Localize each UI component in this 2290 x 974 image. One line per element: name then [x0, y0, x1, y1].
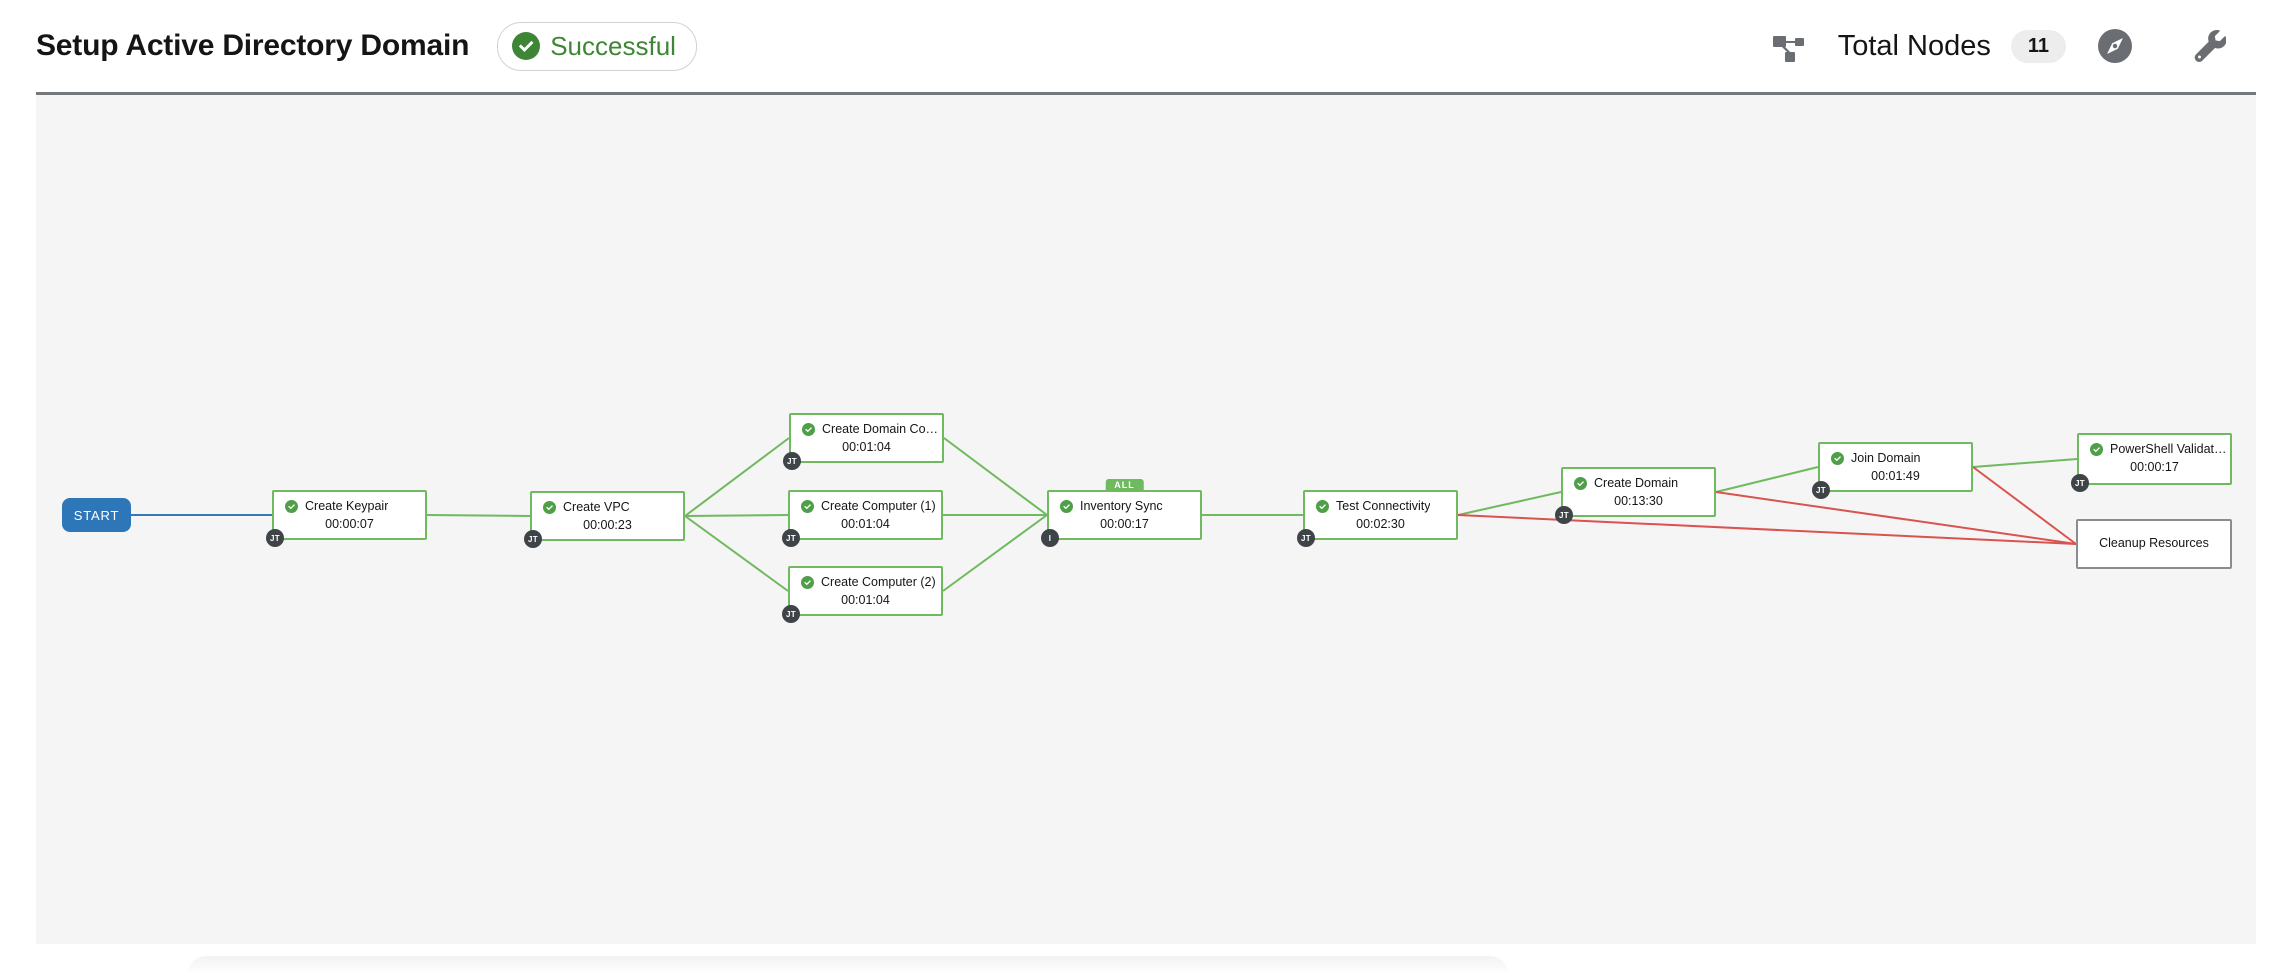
- workflow-edge-test-connectivity-to-cleanup-resources: [1457, 514, 2077, 545]
- success-check-icon: [543, 500, 556, 514]
- node-elapsed-time: 00:00:07: [325, 517, 374, 531]
- success-check-icon: [285, 499, 298, 513]
- success-check-icon: [1060, 499, 1073, 513]
- job-template-badge: JT: [1297, 529, 1315, 547]
- node-elapsed-time: 00:01:49: [1871, 469, 1920, 483]
- node-label: Create Keypair: [305, 499, 389, 513]
- workflow-edge-create-domain-to-cleanup-resources: [1715, 491, 2077, 545]
- node-title-row: PowerShell Validation: [2079, 442, 2230, 456]
- node-title-row: Create Keypair: [274, 499, 425, 513]
- node-elapsed-time: 00:00:23: [583, 518, 632, 532]
- workflow-edge-create-domain-controller-to-inventory-sync: [943, 437, 1048, 516]
- success-check-icon: [802, 422, 815, 436]
- status-label: Successful: [550, 30, 676, 61]
- job-template-badge: JT: [783, 452, 801, 470]
- workflow-edge-create-computer-2-to-inventory-sync: [942, 514, 1048, 592]
- sitemap-icon: [1770, 29, 1806, 63]
- bottom-panel-shadow: [188, 956, 1508, 974]
- node-title-row: Join Domain: [1820, 451, 1971, 465]
- inventory-source-badge: I: [1041, 529, 1059, 547]
- workflow-edge-test-connectivity-to-create-domain: [1457, 491, 1562, 516]
- node-label: Create Domain Contr...: [822, 422, 940, 436]
- node-title-row: Inventory Sync: [1049, 499, 1200, 513]
- node-title-row: Create VPC: [532, 500, 683, 514]
- node-title-row: Create Domain Contr...: [791, 422, 942, 436]
- workflow-edge-join-domain-to-cleanup-resources: [1972, 466, 2077, 545]
- workflow-edge-create-domain-to-join-domain: [1715, 466, 1819, 493]
- job-template-badge: JT: [782, 605, 800, 623]
- node-elapsed-time: 00:02:30: [1356, 517, 1405, 531]
- node-label: Join Domain: [1851, 451, 1921, 465]
- node-label: Inventory Sync: [1080, 499, 1163, 513]
- workflow-start-node[interactable]: START: [62, 498, 131, 532]
- check-circle-icon: [512, 32, 541, 60]
- header: Setup Active Directory Domain Successful…: [0, 0, 2290, 92]
- success-check-icon: [801, 575, 814, 589]
- total-nodes-label: Total Nodes: [1837, 29, 1991, 62]
- wrench-icon: [2194, 30, 2226, 62]
- node-title-row: Create Computer (2): [790, 575, 941, 589]
- node-title-row: Create Computer (1): [790, 499, 941, 513]
- workflow-edge-create-vpc-to-create-domain-controller: [684, 437, 790, 517]
- success-check-icon: [1831, 451, 1844, 465]
- node-label: Create Computer (1): [821, 499, 936, 513]
- success-check-icon: [801, 499, 814, 513]
- node-label: Create VPC: [563, 500, 630, 514]
- node-title-row: Cleanup Resources: [2078, 536, 2230, 550]
- success-check-icon: [1574, 476, 1587, 490]
- node-elapsed-time: 00:01:04: [842, 440, 891, 454]
- job-template-badge: JT: [524, 530, 542, 548]
- node-elapsed-time: 00:01:04: [841, 517, 890, 531]
- workflow-edge-create-vpc-to-create-computer-2: [684, 515, 789, 592]
- node-title-row: Create Domain: [1563, 476, 1714, 490]
- wrench-button[interactable]: [2194, 30, 2226, 62]
- success-check-icon: [1316, 499, 1329, 513]
- node-elapsed-time: 00:13:30: [1614, 494, 1663, 508]
- node-elapsed-time: 00:00:17: [1100, 517, 1149, 531]
- header-divider: [36, 92, 2256, 95]
- node-elapsed-time: 00:01:04: [841, 593, 890, 607]
- node-label: PowerShell Validation: [2110, 442, 2228, 456]
- node-label: Cleanup Resources: [2099, 536, 2209, 550]
- node-label: Create Computer (2): [821, 575, 936, 589]
- page-title: Setup Active Directory Domain: [36, 29, 470, 62]
- convergence-all-badge: ALL: [1105, 479, 1144, 491]
- job-template-badge: JT: [1812, 481, 1830, 499]
- job-template-badge: JT: [2071, 474, 2089, 492]
- workflow-edge-create-keypair-to-create-vpc: [426, 514, 531, 517]
- node-elapsed-time: 00:00:17: [2130, 460, 2179, 474]
- node-label: Create Domain: [1594, 476, 1679, 490]
- compass-icon: [2098, 29, 2132, 63]
- node-label: Test Connectivity: [1336, 499, 1431, 513]
- job-template-badge: JT: [782, 529, 800, 547]
- workflow-edge-join-domain-to-powershell-validation: [1972, 458, 2078, 468]
- job-template-badge: JT: [1555, 506, 1573, 524]
- node-title-row: Test Connectivity: [1305, 499, 1456, 513]
- workflow-edge-create-vpc-to-create-computer-1: [684, 514, 789, 517]
- compass-button[interactable]: [2098, 29, 2132, 63]
- total-nodes-count: 11: [2010, 29, 2066, 63]
- workflow-node-cleanup-resources[interactable]: Cleanup Resources: [2076, 519, 2232, 569]
- header-toolbar: Total Nodes 11: [1770, 29, 2226, 63]
- status-badge[interactable]: Successful: [497, 21, 697, 71]
- success-check-icon: [2090, 442, 2103, 456]
- job-template-badge: JT: [266, 529, 284, 547]
